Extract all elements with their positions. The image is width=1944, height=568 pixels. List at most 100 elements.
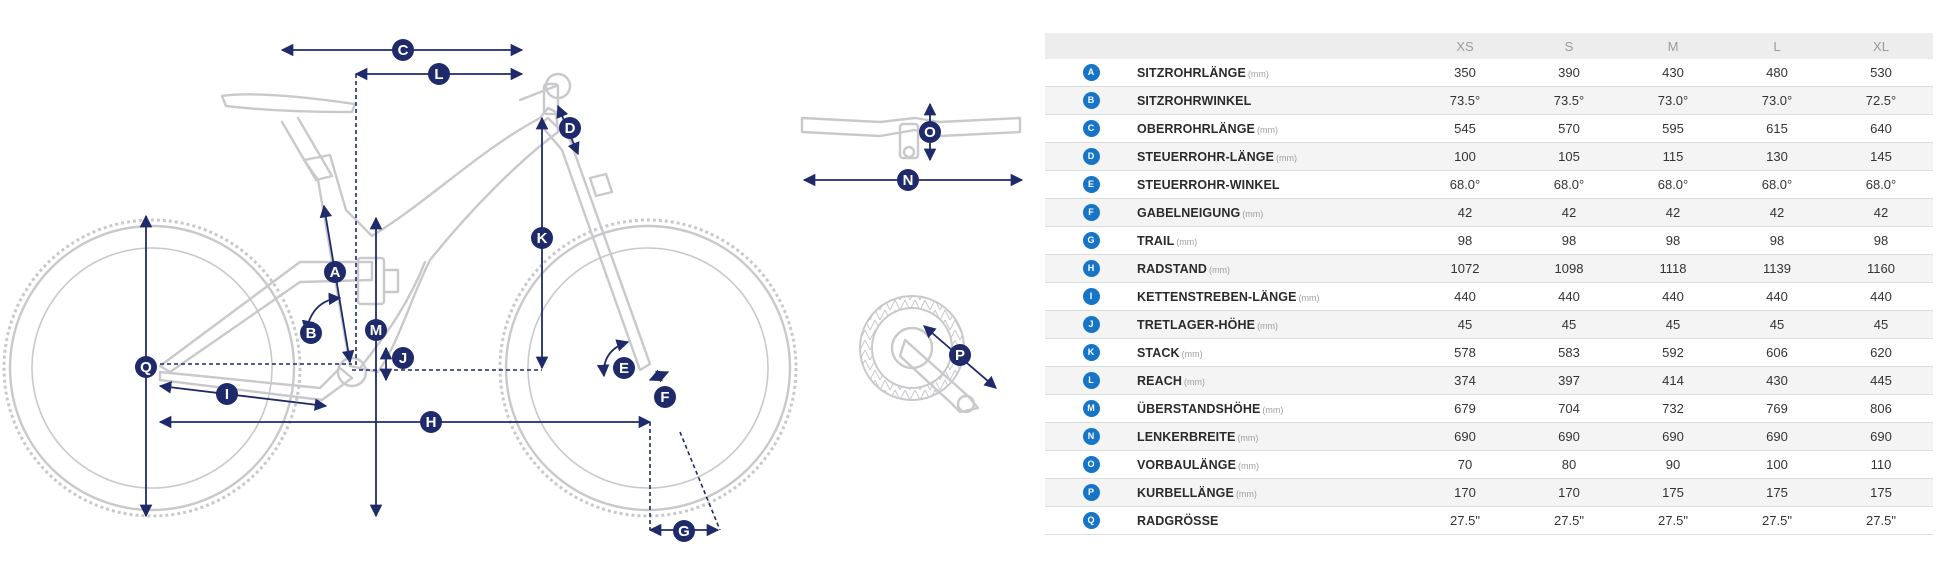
row-key-badge: I [1082,288,1100,306]
svg-text:A: A [330,264,341,281]
value-cell-l: 606 [1725,338,1829,367]
badge-q: Q [135,356,157,378]
front-wheel-tire [498,218,798,518]
value-cell-s: 390 [1517,59,1621,87]
value-cell-m: 42 [1621,198,1725,227]
value-cell-xl: 620 [1829,338,1933,367]
row-badge-cell: P [1045,478,1137,507]
value-cell-xl: 440 [1829,282,1933,311]
badge-i: I [216,383,238,405]
row-label-cell: ÜBERSTANDSHÖHE(mm) [1137,394,1413,423]
value-cell-xl: 445 [1829,366,1933,395]
row-key-badge: G [1082,232,1100,250]
svg-text:L: L [434,66,443,83]
measurement-unit: (mm) [1183,377,1205,387]
value-cell-xs: 68.0° [1413,170,1517,199]
row-badge-cell: N [1045,422,1137,451]
size-header-m: M [1621,33,1725,59]
value-cell-s: 704 [1517,394,1621,423]
value-cell-s: 105 [1517,142,1621,171]
value-cell-s: 583 [1517,338,1621,367]
row-label-cell: OBERROHRLÄNGE(mm) [1137,114,1413,143]
svg-text:O: O [924,124,936,141]
measurement-label: ÜBERSTANDSHÖHE [1137,402,1261,416]
measurement-unit: (mm) [1242,209,1264,219]
value-cell-l: 430 [1725,366,1829,395]
row-key-badge: L [1082,372,1100,390]
value-cell-l: 440 [1725,282,1829,311]
value-cell-s: 170 [1517,478,1621,507]
measurement-label: KURBELLÄNGE [1137,486,1234,500]
value-cell-xl: 27.5" [1829,506,1933,535]
value-cell-l: 98 [1725,226,1829,255]
row-badge-cell: M [1045,394,1137,423]
size-header-s: S [1517,33,1621,59]
badge-h: H [420,411,442,433]
value-cell-m: 430 [1621,59,1725,87]
measurement-unit: (mm) [1209,265,1231,275]
measurement-unit: (mm) [1235,489,1257,499]
badge-e: E [613,357,635,379]
row-badge-cell: O [1045,450,1137,479]
value-cell-m: 592 [1621,338,1725,367]
row-key-badge: K [1082,344,1100,362]
value-cell-s: 440 [1517,282,1621,311]
measurement-label: REACH [1137,374,1182,388]
row-label-cell: GABELNEIGUNG(mm) [1137,198,1413,227]
handlebar-top-view [800,116,1022,160]
row-key-badge: N [1082,428,1100,446]
size-header-xl: XL [1829,33,1933,59]
row-label-cell: TRETLAGER-HÖHE(mm) [1137,310,1413,339]
value-cell-m: 1118 [1621,254,1725,283]
svg-text:J: J [399,350,407,367]
value-cell-s: 80 [1517,450,1621,479]
value-cell-xs: 100 [1413,142,1517,171]
row-label-cell: SITZROHRWINKEL [1137,86,1413,115]
value-cell-xl: 45 [1829,310,1933,339]
row-badge-cell: C [1045,114,1137,143]
value-cell-l: 690 [1725,422,1829,451]
badge-o: O [919,121,941,143]
size-header-xs: XS [1413,33,1517,59]
measurement-label: RADGRÖSSE [1137,514,1219,528]
row-key-badge: Q [1082,512,1100,530]
size-header-l: L [1725,33,1829,59]
header-empty-badge [1045,33,1137,59]
row-badge-cell: I [1045,282,1137,311]
value-cell-m: 115 [1621,142,1725,171]
measurement-unit: (mm) [1247,69,1269,79]
value-cell-s: 1098 [1517,254,1621,283]
measurement-label: RADSTAND [1137,262,1208,276]
svg-text:Q: Q [140,359,152,376]
row-key-badge: E [1082,176,1100,194]
value-cell-xs: 690 [1413,422,1517,451]
measurement-label: VORBAULÄNGE [1137,458,1237,472]
badge-n: N [897,169,919,191]
measurement-label: LENKERBREITE [1137,430,1236,444]
value-cell-s: 42 [1517,198,1621,227]
row-label-cell: VORBAULÄNGE(mm) [1137,450,1413,479]
measurement-label: SITZROHRLÄNGE [1137,66,1246,80]
row-key-badge: M [1082,400,1100,418]
value-cell-s: 45 [1517,310,1621,339]
value-cell-xs: 578 [1413,338,1517,367]
value-cell-l: 27.5" [1725,506,1829,535]
row-label-cell: STEUERROHR-LÄNGE(mm) [1137,142,1413,171]
row-badge-cell: H [1045,254,1137,283]
measurement-label: OBERROHRLÄNGE [1137,122,1255,136]
value-cell-xl: 690 [1829,422,1933,451]
value-cell-s: 98 [1517,226,1621,255]
value-cell-s: 690 [1517,422,1621,451]
badge-a: A [324,261,346,283]
value-cell-s: 397 [1517,366,1621,395]
value-cell-xl: 145 [1829,142,1933,171]
value-cell-l: 68.0° [1725,170,1829,199]
value-cell-xs: 374 [1413,366,1517,395]
svg-text:H: H [426,414,437,431]
row-badge-cell: A [1045,59,1137,87]
